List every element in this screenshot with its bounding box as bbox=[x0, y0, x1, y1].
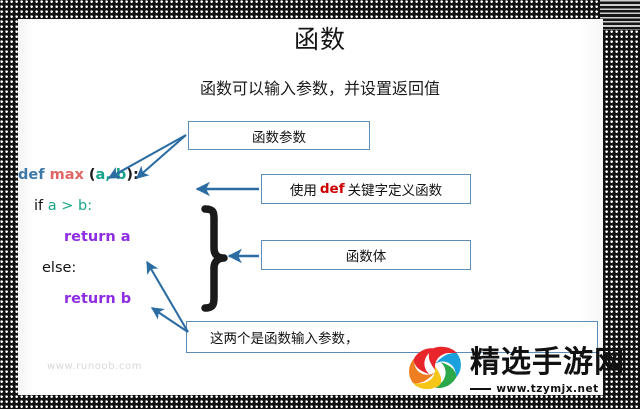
callout-label-def-prefix: 使用 bbox=[289, 183, 317, 199]
logo-url-row: www.tzymjx.net bbox=[470, 383, 625, 395]
code-param-a: a bbox=[95, 167, 106, 183]
logo-site-url: www.tzymjx.net bbox=[496, 382, 599, 395]
callout-label-def-suffix: 关键字定义函数 bbox=[347, 183, 443, 199]
page-subtitle: 函数可以输入参数，并设置返回值 bbox=[199, 79, 440, 98]
code-keyword-def: def bbox=[18, 167, 45, 183]
code-line-return-a: return a bbox=[18, 222, 139, 253]
page-title: 函数 bbox=[293, 25, 346, 54]
code-line-else: else: bbox=[18, 253, 139, 284]
watermark-runoob: www.runoob.com bbox=[47, 361, 143, 372]
callout-label-function-body: 函数体 bbox=[345, 249, 387, 265]
code-keyword-else: else: bbox=[42, 260, 77, 276]
callout-box-function-params[interactable]: 函数参数 bbox=[188, 121, 370, 150]
code-block: def max (a, b): if a > b: return a else:… bbox=[18, 160, 139, 315]
code-open-paren: ( bbox=[88, 167, 96, 183]
code-keyword-return-b: return bbox=[64, 291, 116, 307]
callout-box-function-body[interactable]: 函数体 bbox=[261, 240, 471, 270]
code-function-name: max bbox=[49, 167, 84, 183]
code-comma: , bbox=[105, 167, 111, 183]
logo-rule-right bbox=[603, 387, 625, 390]
logo-text-group: 精选手游网 www.tzymjx.net bbox=[470, 344, 625, 395]
code-if-colon: : bbox=[87, 198, 93, 214]
code-line-if: if a > b: bbox=[18, 191, 139, 222]
code-line-return-b: return b bbox=[18, 284, 139, 315]
callout-box-input-params[interactable]: 这两个是函数输入参数， bbox=[186, 321, 598, 353]
halftone-stripe-corner bbox=[600, 0, 640, 30]
code-close-paren-colon: ): bbox=[126, 167, 139, 183]
code-if-operator: > bbox=[61, 198, 74, 214]
code-param-b: b bbox=[115, 167, 127, 183]
code-if-right: b bbox=[78, 198, 88, 214]
code-keyword-if: if bbox=[34, 198, 44, 214]
logo-rule-left bbox=[470, 387, 492, 390]
callout-label-input-params: 这两个是函数输入参数， bbox=[210, 331, 359, 347]
code-keyword-return-a: return bbox=[64, 229, 116, 245]
watermark-logo: 精选手游网 www.tzymjx.net bbox=[404, 334, 636, 406]
code-return-value-b: b bbox=[120, 291, 132, 307]
logo-mark-icon bbox=[409, 346, 461, 390]
code-return-value-a: a bbox=[120, 229, 131, 245]
logo-site-name: 精选手游网 bbox=[470, 344, 625, 380]
callout-label-function-params: 函数参数 bbox=[252, 129, 306, 146]
callout-label-def-keyword: def bbox=[319, 181, 345, 197]
code-line-def: def max (a, b): bbox=[18, 160, 139, 191]
code-if-left: a bbox=[47, 198, 57, 214]
